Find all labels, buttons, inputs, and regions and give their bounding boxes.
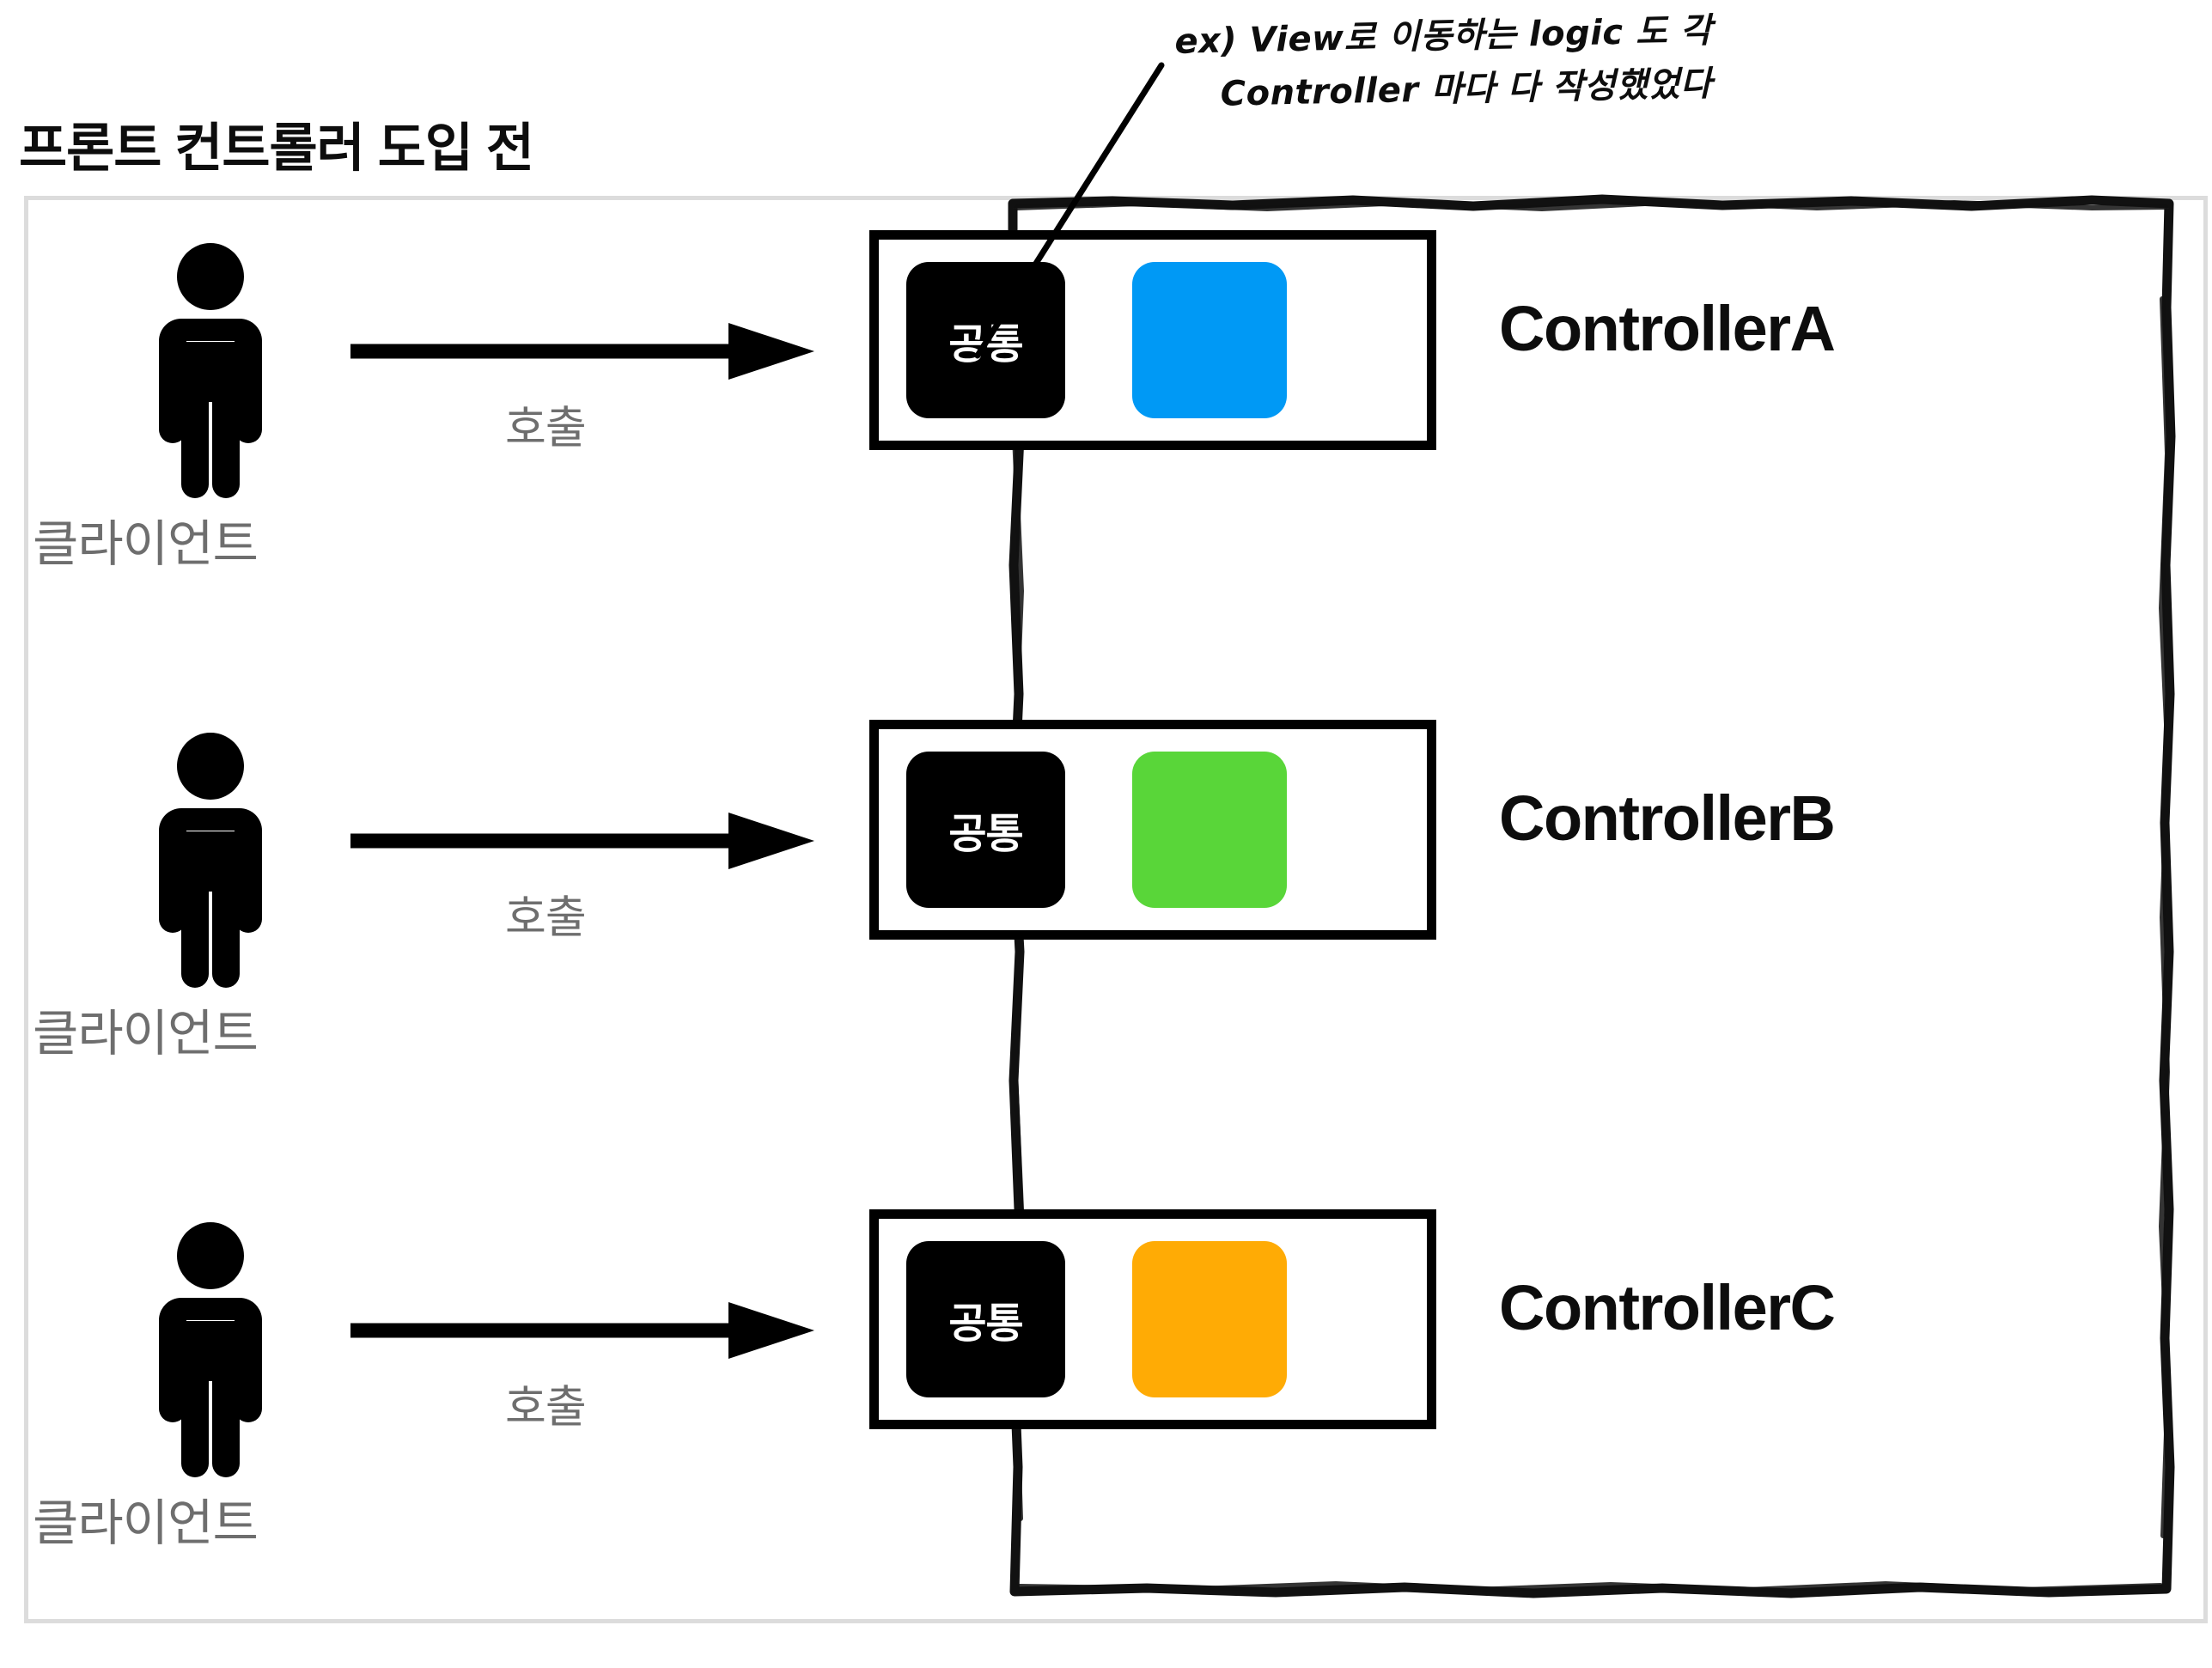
common-logic-chip: 공통 [906, 1241, 1065, 1397]
call-arrow-label: 호출 [505, 1383, 587, 1433]
controller-row-a: 클라이언트 호출 공통 ControllerA [0, 230, 2212, 711]
client-person-icon [133, 240, 288, 498]
call-arrow [350, 802, 814, 880]
client-label: 클라이언트 [33, 1495, 259, 1551]
client-person-icon [133, 730, 288, 988]
handwritten-annotation: ex) View로 이동하는 logic 도 각 Controller 마다 다… [1174, 2, 1820, 122]
client-label: 클라이언트 [33, 516, 259, 572]
controller-name-b: ControllerB [1499, 782, 1836, 854]
client-person-icon [133, 1220, 288, 1477]
controller-name-c: ControllerC [1499, 1272, 1836, 1343]
client-label: 클라이언트 [33, 1006, 259, 1062]
controller-box-c[interactable]: 공통 [869, 1209, 1436, 1429]
call-arrow [350, 1292, 814, 1369]
call-arrow [350, 313, 814, 390]
controller-box-b[interactable]: 공통 [869, 720, 1436, 940]
controller-name-a: ControllerA [1499, 293, 1836, 364]
controller-row-b: 클라이언트 호출 공통 ControllerB [0, 720, 2212, 1201]
controller-row-c: 클라이언트 호출 공통 ControllerC [0, 1209, 2212, 1668]
business-logic-chip [1132, 1241, 1287, 1397]
call-arrow-label: 호출 [505, 893, 587, 943]
page-title: 프론트 컨트롤러 도입 전 [19, 119, 534, 177]
business-logic-chip [1132, 752, 1287, 908]
business-logic-chip [1132, 262, 1287, 418]
annotation-leader-line [962, 60, 1168, 361]
call-arrow-label: 호출 [505, 404, 587, 454]
common-logic-chip: 공통 [906, 752, 1065, 908]
